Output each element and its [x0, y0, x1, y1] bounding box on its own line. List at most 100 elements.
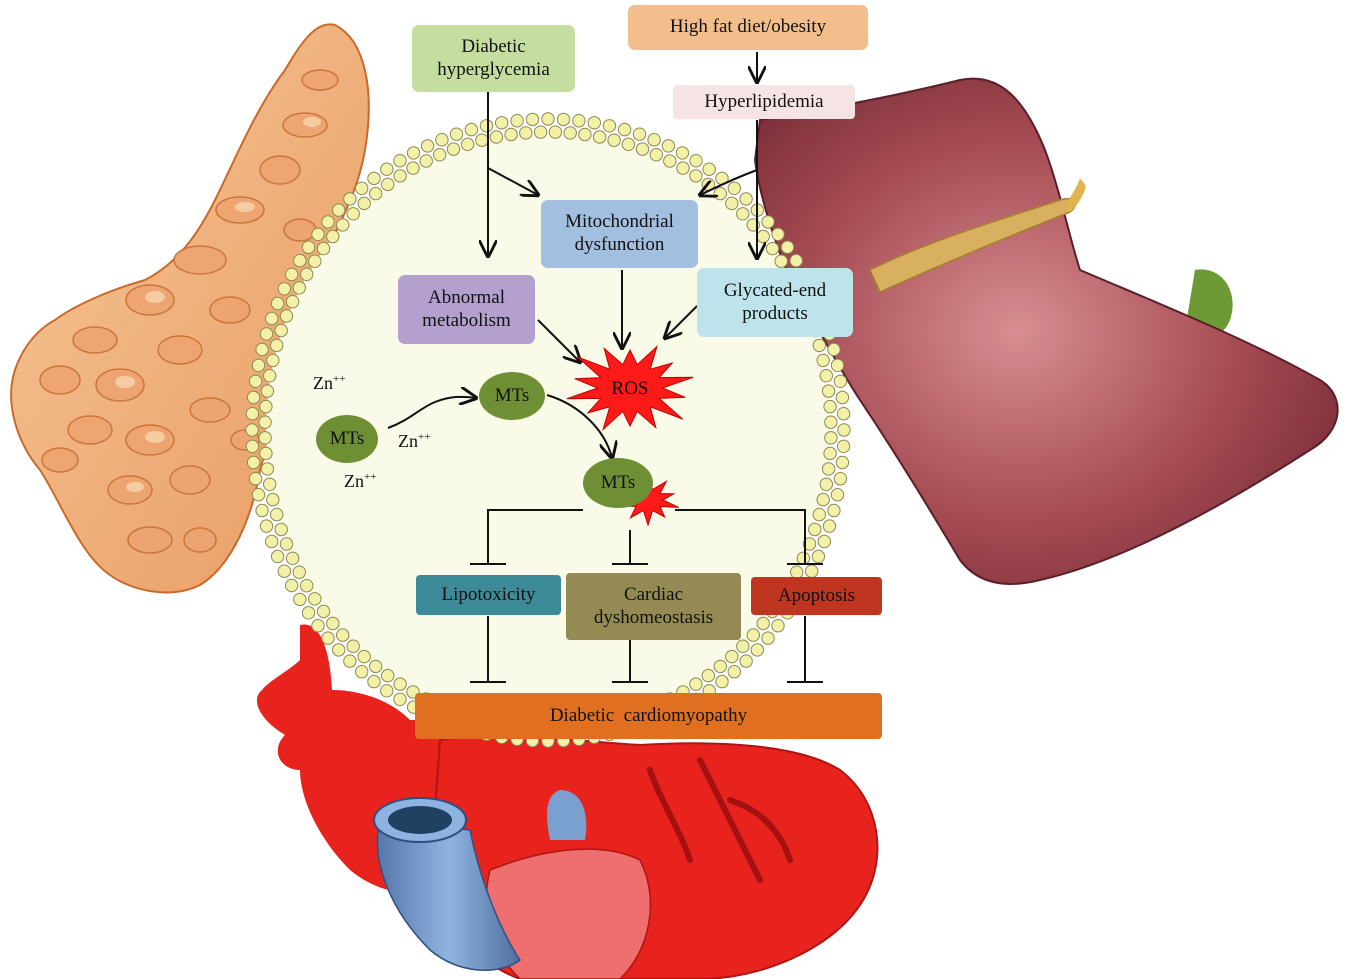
- glycated-end-products-box: Glycated-end products: [697, 268, 853, 337]
- membrane-bead: [607, 133, 621, 147]
- membrane-bead: [346, 207, 360, 221]
- cardiac-dyshomeostasis-box: Cardiac dyshomeostasis: [566, 573, 741, 640]
- membrane-bead: [746, 628, 760, 642]
- membrane-bead: [259, 446, 273, 461]
- membrane-bead: [761, 631, 775, 645]
- zn-charge: ++: [418, 431, 431, 443]
- membrane-bead: [248, 472, 263, 486]
- membrane-bead: [621, 137, 636, 152]
- membrane-bead: [367, 674, 381, 689]
- membrane-bead: [675, 146, 690, 160]
- membrane-bead: [750, 643, 764, 657]
- membrane-bead: [274, 522, 288, 537]
- membrane-bead: [433, 148, 447, 162]
- membrane-bead: [292, 565, 306, 579]
- membrane-bead: [592, 130, 607, 144]
- membrane-bead: [836, 439, 851, 453]
- membrane-bead: [519, 126, 533, 140]
- membrane-bead: [393, 677, 407, 691]
- membrane-bead: [676, 161, 690, 175]
- membrane-bead: [265, 311, 279, 326]
- membrane-bead: [533, 125, 548, 139]
- zn-ion-1: Zn++: [313, 373, 345, 394]
- membrane-bead: [279, 309, 294, 323]
- membrane-bead: [301, 606, 316, 620]
- abnormal-metabolism-line2: metabolism: [422, 309, 511, 331]
- membrane-bead: [435, 133, 449, 147]
- membrane-bead: [245, 439, 260, 453]
- membrane-bead: [602, 119, 617, 133]
- membrane-bead: [702, 162, 716, 176]
- membrane-bead: [285, 551, 300, 565]
- membrane-bead: [332, 203, 346, 217]
- membrane-bead: [835, 455, 850, 470]
- membrane-bead: [446, 142, 461, 156]
- membrane-bead: [316, 604, 331, 619]
- membrane-bead: [357, 649, 371, 664]
- membrane-bead: [321, 631, 335, 645]
- membrane-bead: [251, 488, 266, 502]
- membrane-bead: [246, 390, 261, 405]
- apoptosis-label: Apoptosis: [777, 584, 856, 606]
- cardiac-line2: dyshomeostasis: [593, 606, 714, 628]
- membrane-bead: [336, 628, 350, 642]
- membrane-bead: [380, 162, 394, 176]
- membrane-bead: [661, 139, 676, 153]
- membrane-bead: [381, 177, 395, 192]
- diabetic-hyperglycemia-line2: hyperglycemia: [437, 58, 550, 80]
- membrane-bead: [245, 423, 259, 437]
- membrane-bead: [449, 127, 464, 141]
- diabetic-hyperglycemia-box: Diabetic hyperglycemia: [412, 25, 575, 92]
- zn-charge: ++: [364, 471, 377, 483]
- membrane-bead: [326, 616, 340, 631]
- membrane-bead: [300, 579, 314, 593]
- membrane-bead: [727, 181, 741, 196]
- membrane-bead: [823, 399, 837, 414]
- membrane-bead: [270, 507, 284, 522]
- membrane-bead: [771, 619, 785, 633]
- membrane-bead: [321, 215, 335, 229]
- membrane-bead: [765, 241, 780, 256]
- arrow-glycated-to-ros: [665, 305, 698, 338]
- membrane-bead: [245, 407, 260, 421]
- membrane-bead: [739, 192, 753, 206]
- membrane-bead: [343, 192, 357, 206]
- membrane-bead: [833, 374, 848, 388]
- mts-free: MTs: [316, 415, 378, 463]
- membrane-bead: [504, 127, 518, 142]
- membrane-bead: [381, 668, 395, 683]
- heart-illustration: [256, 624, 879, 979]
- membrane-bead: [355, 181, 369, 196]
- membrane-bead: [736, 207, 750, 221]
- membrane-bead: [406, 161, 420, 175]
- membrane-bead: [578, 127, 592, 142]
- membrane-bead: [311, 227, 325, 242]
- membrane-bead: [300, 267, 314, 281]
- membrane-bead: [635, 142, 650, 156]
- membrane-bead: [255, 503, 269, 518]
- membrane-bead: [277, 282, 291, 296]
- mts-ros-bound: MTs: [583, 458, 653, 508]
- membrane-bead: [367, 171, 381, 186]
- abnormal-metabolism-box: Abnormal metabolism: [398, 275, 535, 344]
- diabetic-hyperglycemia-line1: Diabetic: [461, 35, 526, 57]
- membrane-bead: [812, 338, 826, 353]
- membrane-bead: [541, 112, 555, 126]
- membrane-bead: [258, 415, 272, 429]
- membrane-bead: [727, 665, 741, 679]
- membrane-bead: [369, 186, 383, 201]
- membrane-bead: [285, 295, 300, 309]
- membrane-bead: [563, 126, 577, 140]
- membrane-bead: [830, 488, 845, 502]
- membrane-bead: [739, 654, 753, 668]
- membrane-bead: [761, 215, 775, 229]
- arrow-mts-to-mts-ros: [546, 394, 612, 458]
- membrane-bead: [736, 639, 750, 653]
- membrane-bead: [822, 519, 837, 533]
- membrane-bead: [495, 116, 509, 130]
- membrane-bead: [311, 619, 325, 633]
- membrane-bead: [756, 616, 770, 631]
- membrane-bead: [816, 353, 830, 368]
- cardiac-line1: Cardiac: [623, 583, 684, 605]
- membrane-bead: [248, 374, 263, 388]
